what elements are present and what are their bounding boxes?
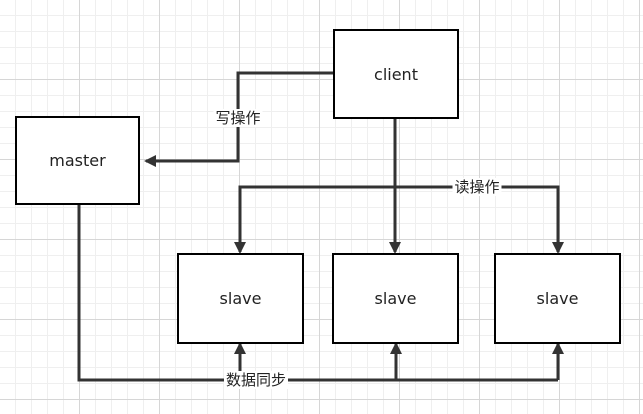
slave-node-1[interactable]: slave [177,253,304,344]
slave-node-1-label: slave [219,289,262,308]
read-edge-label: 读操作 [452,178,502,196]
edge-sync-master-bus [77,205,558,382]
slave-node-2-label: slave [374,289,417,308]
client-node-label: client [374,64,418,84]
sync-edge-label: 数据同步 [223,371,289,389]
slave-node-3[interactable]: slave [494,253,621,344]
write-edge-label: 写操作 [213,109,263,127]
edge-read-to-slave-3 [395,185,564,254]
master-node-label: master [49,151,106,170]
slave-node-3-label: slave [536,289,579,308]
edge-read-to-slave-1 [234,185,395,254]
slave-node-2[interactable]: slave [332,253,459,344]
client-node[interactable]: client [333,29,459,119]
master-node[interactable]: master [15,116,140,205]
